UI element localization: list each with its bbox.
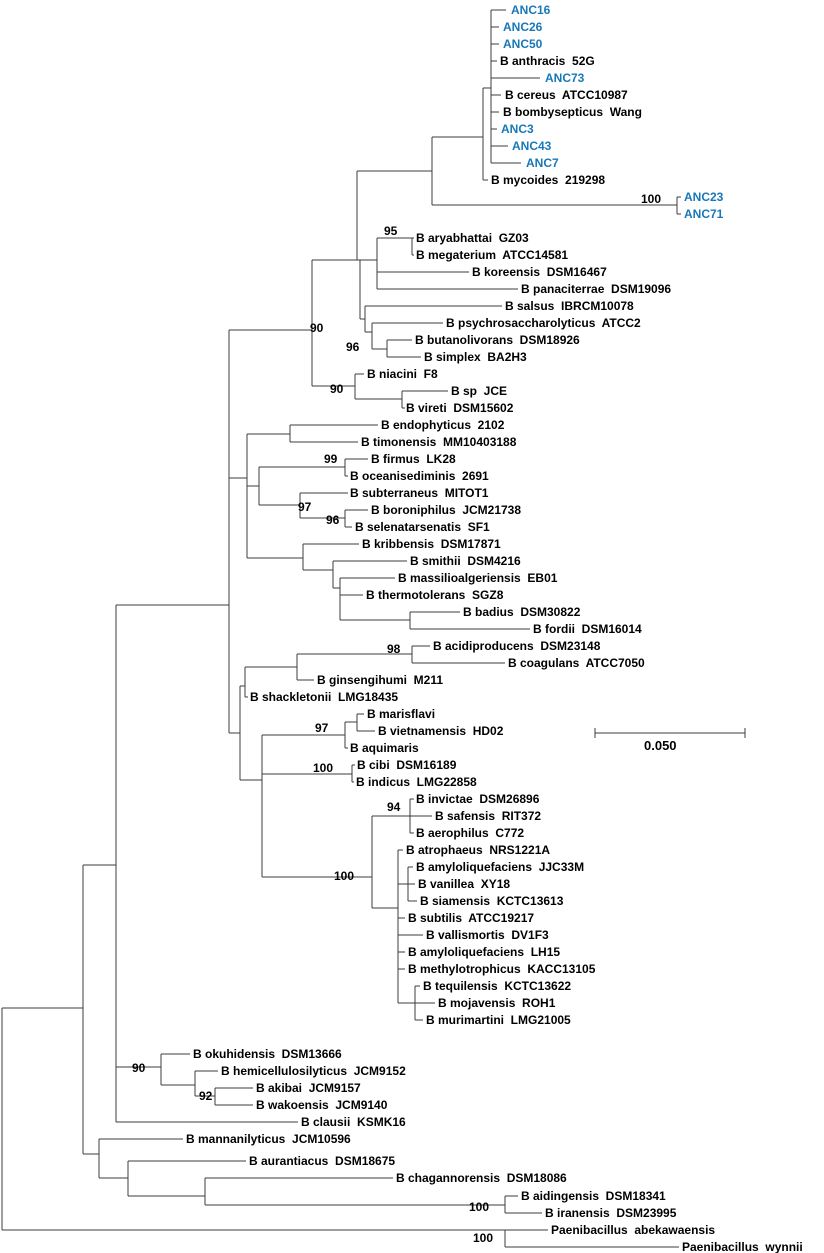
taxon-label: B aidingensis DSM18341: [521, 1189, 666, 1203]
bootstrap-value: 96: [346, 340, 360, 354]
taxon-label: B akibai JCM9157: [256, 1081, 361, 1095]
taxon-label: B koreensis DSM16467: [472, 265, 607, 279]
taxon-label: B amyloliquefaciens LH15: [408, 945, 561, 959]
taxon-label: ANC71: [684, 207, 724, 221]
taxon-label: B vallismortis DV1F3: [426, 928, 549, 942]
taxon-label: B simplex BA2H3: [424, 350, 527, 364]
taxon-label: Paenibacillus abekawaensis: [551, 1223, 716, 1237]
taxon-label: B oceanisediminis 2691: [350, 469, 489, 483]
bootstrap-value: 100: [334, 869, 355, 883]
taxon-label: B aerophilus C772: [416, 826, 525, 840]
bootstrap-value: 100: [473, 1231, 494, 1245]
taxon-label: B anthracis 52G: [500, 54, 595, 68]
taxon-label: B sp JCE: [451, 384, 508, 398]
taxon-label: ANC7: [526, 156, 559, 170]
taxon-label: B aquimaris: [350, 741, 419, 755]
taxon-label: B vietnamensis HD02: [378, 724, 504, 738]
taxon-label: B psychrosaccharolyticus ATCC2: [446, 316, 641, 330]
taxon-label: B murimartini LMG21005: [426, 1013, 571, 1027]
taxon-label: B selenatarsenatis SF1: [355, 520, 490, 534]
taxon-label: B mannanilyticus JCM10596: [186, 1132, 351, 1146]
taxon-label: B subterraneus MITOT1: [350, 486, 489, 500]
taxon-label: B fordii DSM16014: [533, 622, 642, 636]
taxon-label: B mycoides 219298: [491, 173, 606, 187]
taxon-label: B amyloliquefaciens JJC33M: [416, 860, 585, 874]
bootstrap-value: 97: [315, 721, 329, 735]
taxon-label: B butanolivorans DSM18926: [415, 333, 580, 347]
taxon-label: ANC3: [501, 122, 534, 136]
bootstrap-value: 100: [469, 1200, 490, 1214]
taxon-label: Paenibacillus wynnii: [682, 1240, 803, 1253]
taxon-label: B cibi DSM16189: [357, 758, 457, 772]
taxon-label: B vireti DSM15602: [406, 401, 514, 415]
taxon-label: B aryabhattai GZ03: [416, 231, 529, 245]
taxon-label: ANC16: [511, 3, 551, 17]
taxon-label: B massilioalgeriensis EB01: [398, 571, 558, 585]
taxon-label: ANC23: [684, 190, 724, 204]
taxon-label: B vanillea XY18: [418, 877, 511, 891]
bootstrap-value: 94: [387, 800, 401, 814]
bootstrap-value: 100: [313, 761, 334, 775]
taxon-label: B firmus LK28: [371, 452, 456, 466]
taxon-label: B megaterium ATCC14581: [416, 248, 569, 262]
taxon-label: B okuhidensis DSM13666: [193, 1047, 342, 1061]
taxon-label: B bombysepticus Wang: [503, 105, 642, 119]
taxon-label: B hemicellulosilyticus JCM9152: [221, 1064, 406, 1078]
bootstrap-value: 95: [384, 224, 398, 238]
taxon-label: B endophyticus 2102: [381, 418, 505, 432]
taxon-label: ANC43: [512, 139, 552, 153]
taxon-label: B iranensis DSM23995: [545, 1206, 677, 1220]
taxon-label: B boroniphilus JCM21738: [371, 503, 522, 517]
taxon-label: B subtilis ATCC19217: [408, 911, 535, 925]
bootstrap-value: 97: [298, 500, 312, 514]
bootstrap-value: 90: [132, 1061, 146, 1075]
bootstrap-value: 100: [641, 192, 662, 206]
scale-bar-label: 0.050: [644, 738, 677, 753]
bootstrap-value: 96: [326, 513, 340, 527]
bootstrap-value: 99: [324, 452, 338, 466]
bootstrap-value: 90: [310, 321, 324, 335]
taxon-label: B wakoensis JCM9140: [256, 1098, 388, 1112]
taxon-label: B thermotolerans SGZ8: [366, 588, 504, 602]
taxon-label: B acidiproducens DSM23148: [433, 639, 601, 653]
taxon-label: B chagannorensis DSM18086: [396, 1171, 567, 1185]
taxon-label: B coagulans ATCC7050: [508, 656, 645, 670]
taxon-label: ANC73: [545, 71, 585, 85]
taxon-label: B niacini F8: [367, 367, 438, 381]
bootstrap-value: 90: [330, 382, 344, 396]
taxon-label: ANC50: [503, 37, 543, 51]
taxon-label: B mojavensis ROH1: [438, 996, 556, 1010]
taxon-label: B atrophaeus NRS1221A: [406, 843, 551, 857]
taxon-label: B salsus IBRCM10078: [505, 299, 634, 313]
bootstrap-value: 98: [387, 642, 401, 656]
taxon-label: B safensis RIT372: [435, 809, 542, 823]
taxon-label: B panaciterrae DSM19096: [521, 282, 672, 296]
taxon-label: B clausii KSMK16: [301, 1115, 406, 1129]
taxon-label: B marisflavi: [367, 707, 436, 721]
taxon-label: ANC26: [503, 20, 543, 34]
taxon-label: B smithii DSM4216: [410, 554, 521, 568]
taxon-label: B aurantiacus DSM18675: [249, 1154, 396, 1168]
taxon-label: B invictae DSM26896: [416, 792, 540, 806]
taxon-label: B tequilensis KCTC13622: [423, 979, 572, 993]
bootstrap-value: 92: [199, 1089, 213, 1103]
taxon-label: B siamensis KCTC13613: [420, 894, 564, 908]
taxon-label: B indicus LMG22858: [356, 775, 477, 789]
taxon-label: B kribbensis DSM17871: [362, 537, 501, 551]
taxon-label: B methylotrophicus KACC13105: [408, 962, 596, 976]
taxon-label: B cereus ATCC10987: [505, 88, 628, 102]
taxon-label: B badius DSM30822: [463, 605, 581, 619]
taxon-label: B shackletonii LMG18435: [250, 690, 399, 704]
taxon-label: B ginsengihumi M211: [317, 673, 444, 687]
taxon-label: B timonensis MM10403188: [361, 435, 517, 449]
